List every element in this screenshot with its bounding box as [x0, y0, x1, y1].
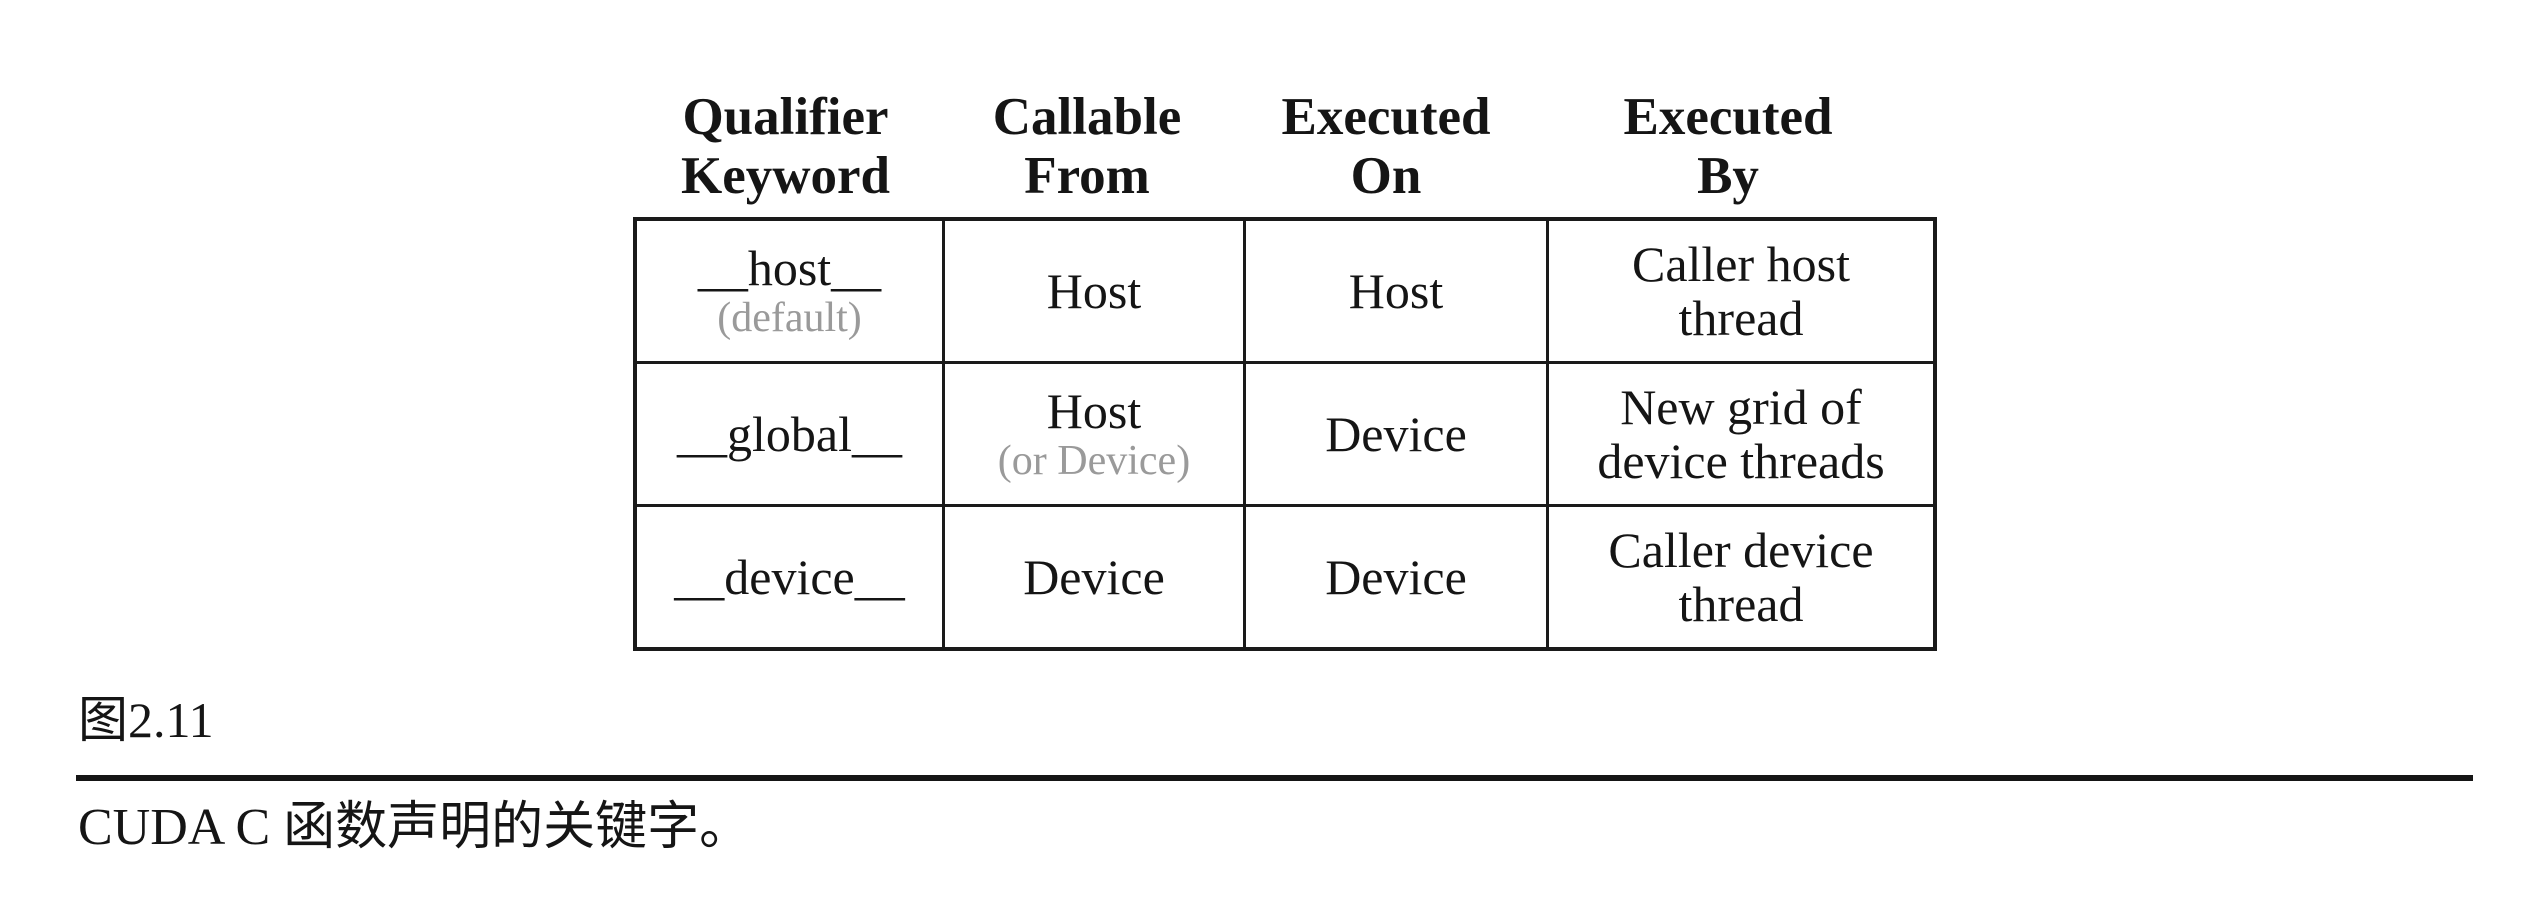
caption-divider — [76, 775, 2473, 781]
column-header-line: Callable — [992, 88, 1182, 146]
callable-from-value: Host — [1046, 263, 1142, 319]
executed-by-value: New grid of device threads — [1597, 379, 1885, 489]
column-header-line: On — [1350, 147, 1422, 205]
column-header-line: Keyword — [680, 147, 891, 205]
cell-executed-on: Host — [1243, 217, 1549, 364]
cell-executed-by: New grid of device threads — [1546, 361, 1937, 507]
executed-on-value: Host — [1348, 263, 1444, 319]
cell-executed-on: Device — [1243, 361, 1549, 507]
executed-on-value: Device — [1325, 549, 1467, 605]
cell-qualifier-global: __global__ — [633, 361, 945, 507]
column-header-line: By — [1697, 147, 1759, 205]
callable-from-value: Host — [1046, 383, 1142, 439]
cell-executed-by: Caller host thread — [1546, 217, 1937, 364]
cell-qualifier-host: __host__ (default) — [633, 217, 945, 364]
executed-by-value: Caller device thread — [1608, 522, 1874, 632]
cell-callable-from: Host — [942, 217, 1246, 364]
callable-from-value: Device — [1023, 549, 1165, 605]
column-header-line: Executed — [1623, 88, 1833, 146]
column-header-callable-from: Callable From — [938, 88, 1236, 206]
column-header-line: From — [1024, 147, 1150, 205]
column-header-executed-by: Executed By — [1536, 88, 1920, 206]
cell-callable-from: Host (or Device) — [942, 361, 1246, 507]
qualifier-keyword: __global__ — [677, 406, 902, 462]
column-header-line: Executed — [1281, 88, 1491, 146]
table-row-global: __global__ Host (or Device) Device New g… — [633, 361, 1937, 507]
column-header-executed-on: Executed On — [1236, 88, 1536, 206]
cuda-function-qualifier-table: __host__ (default) Host Host Caller host… — [633, 217, 1937, 651]
table-column-headers: Qualifier Keyword Callable From Executed… — [633, 88, 1920, 206]
executed-by-value: Caller host thread — [1631, 236, 1851, 346]
cell-executed-by: Caller device thread — [1546, 504, 1937, 651]
qualifier-note: (default) — [717, 295, 862, 341]
qualifier-keyword: __device__ — [674, 549, 905, 605]
cell-qualifier-device: __device__ — [633, 504, 945, 651]
table-row-host: __host__ (default) Host Host Caller host… — [633, 217, 1937, 364]
column-header-qualifier-keyword: Qualifier Keyword — [633, 88, 938, 206]
figure-label: 图2.11 — [78, 692, 214, 748]
column-header-line: Qualifier — [682, 88, 889, 146]
callable-from-note: (or Device) — [997, 438, 1191, 484]
qualifier-keyword: __host__ — [697, 240, 882, 296]
cell-executed-on: Device — [1243, 504, 1549, 651]
table-row-device: __device__ Device Device Caller device t… — [633, 504, 1937, 651]
figure-caption: CUDA C 函数声明的关键字。 — [78, 799, 752, 856]
cell-callable-from: Device — [942, 504, 1246, 651]
executed-on-value: Device — [1325, 406, 1467, 462]
